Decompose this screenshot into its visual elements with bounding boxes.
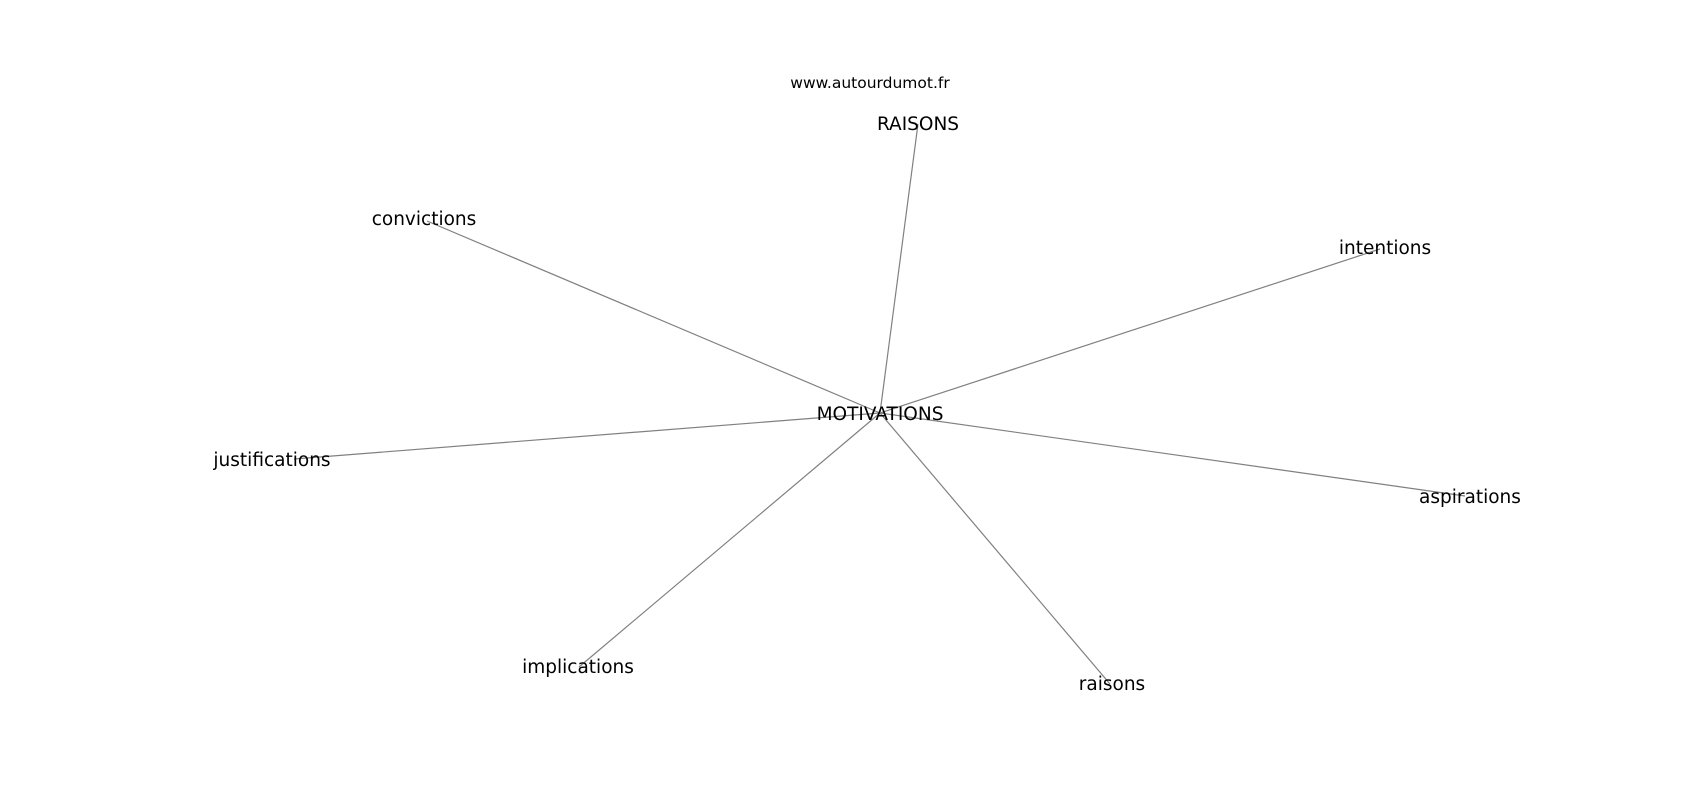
graph-neighbor-nodes: RAISONS convictions intentions justifica… <box>212 114 1521 695</box>
node-label-aspirations[interactable]: aspirations <box>1419 487 1521 508</box>
graph-edges <box>293 123 1466 685</box>
edge-intentions <box>879 248 1381 414</box>
node-label-implications[interactable]: implications <box>522 657 634 678</box>
edge-implications <box>578 412 881 668</box>
edge-raisons-upper <box>879 123 919 414</box>
edge-convictions <box>426 220 881 414</box>
node-label-intentions[interactable]: intentions <box>1339 238 1431 259</box>
edge-raisons <box>879 412 1111 685</box>
node-label-raisons-upper[interactable]: RAISONS <box>877 114 959 135</box>
center-node-label[interactable]: MOTIVATIONS <box>817 404 944 425</box>
node-label-raisons[interactable]: raisons <box>1079 674 1145 695</box>
node-label-justifications[interactable]: justifications <box>212 450 330 471</box>
edge-justifications <box>293 412 881 460</box>
edge-aspirations <box>879 412 1466 497</box>
site-watermark: www.autourdumot.fr <box>790 74 950 92</box>
node-label-convictions[interactable]: convictions <box>372 209 477 230</box>
